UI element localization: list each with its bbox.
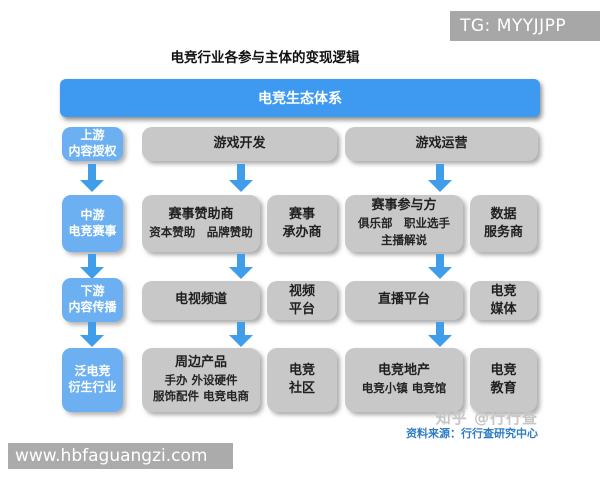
box-esports-community: 电竞 社区 bbox=[267, 348, 337, 412]
box-video-platform: 视频 平台 bbox=[267, 281, 337, 320]
box-title: 直播平台 bbox=[377, 292, 430, 308]
stage-label-line: 内容授权 bbox=[68, 144, 117, 158]
box-subtext: 俱乐部 职业选手 bbox=[358, 216, 450, 231]
zhihu-watermark: 知乎 @行行查 bbox=[435, 409, 538, 427]
box-subtext: 手办 外设硬件 bbox=[164, 372, 238, 387]
ecosystem-banner: 电竞生态体系 bbox=[60, 79, 540, 117]
diagram-title: 电竞行业各参与主体的变现逻辑 bbox=[170, 50, 360, 66]
box-title: 赛事赞助商 bbox=[168, 206, 234, 222]
down-arrow-icon bbox=[80, 254, 104, 279]
down-arrow-icon bbox=[80, 164, 104, 192]
stage-label-line: 衍生行业 bbox=[68, 380, 117, 394]
box-data-service: 数据 服务商 bbox=[470, 195, 537, 252]
box-title: 游戏开发 bbox=[213, 135, 266, 151]
box-title-line: 媒体 bbox=[490, 301, 517, 317]
box-event-participants: 赛事参与方 俱乐部 职业选手 主播解说 bbox=[345, 195, 463, 252]
down-arrow-icon bbox=[229, 254, 253, 279]
box-esports-real-estate: 电竞地产 电竞小镇 电竞馆 bbox=[345, 348, 463, 412]
down-arrow-icon bbox=[80, 322, 104, 347]
box-game-operation: 游戏运营 bbox=[345, 127, 538, 161]
box-title-line: 赛事 bbox=[288, 206, 315, 222]
box-title-line: 教育 bbox=[490, 381, 517, 396]
box-title-line: 电竞 bbox=[490, 283, 517, 299]
stage-box-upstream: 上游 内容授权 bbox=[62, 127, 123, 161]
stage-label-line: 电竞赛事 bbox=[68, 223, 117, 238]
box-title-line: 社区 bbox=[288, 381, 315, 396]
box-title: 游戏运营 bbox=[415, 135, 468, 151]
box-title-line: 电竞 bbox=[490, 363, 517, 379]
down-arrow-icon bbox=[428, 254, 452, 279]
box-peripheral-products: 周边产品 手办 外设硬件 服饰配件 电竞电商 bbox=[142, 348, 260, 412]
box-title-line: 视频 bbox=[288, 283, 315, 299]
box-title-line: 平台 bbox=[288, 301, 315, 317]
telegram-overlay-badge: TG: MYYJJPP bbox=[450, 11, 600, 41]
down-arrow-icon bbox=[229, 322, 253, 347]
box-subtext: 资本赞助 品牌赞助 bbox=[149, 224, 253, 239]
box-title: 赛事参与方 bbox=[371, 198, 437, 214]
stage-box-derivative: 泛电竞 衍生行业 bbox=[62, 348, 123, 412]
box-title-line: 数据 bbox=[490, 206, 517, 222]
box-title: 电视频道 bbox=[174, 292, 227, 308]
stage-label-line: 下游 bbox=[80, 284, 105, 299]
box-subtext: 服饰配件 电竞电商 bbox=[152, 389, 249, 404]
down-arrow-icon bbox=[428, 322, 452, 347]
box-tv-channel: 电视频道 bbox=[142, 281, 260, 320]
box-subtext: 主播解说 bbox=[381, 232, 427, 247]
down-arrow-icon bbox=[229, 164, 253, 192]
stage-label-line: 上游 bbox=[80, 128, 105, 143]
stage-label-line: 内容传播 bbox=[68, 300, 117, 314]
box-event-organizer: 赛事 承办商 bbox=[267, 195, 337, 252]
box-subtext: 电竞小镇 电竞馆 bbox=[361, 381, 447, 396]
box-live-stream-platform: 直播平台 bbox=[345, 281, 463, 320]
stage-label-line: 泛电竞 bbox=[74, 364, 111, 379]
box-title: 周边产品 bbox=[174, 354, 227, 370]
down-arrow-icon bbox=[428, 164, 452, 192]
stage-label-line: 中游 bbox=[80, 207, 105, 222]
stage-box-midstream: 中游 电竞赛事 bbox=[62, 195, 123, 252]
box-game-development: 游戏开发 bbox=[142, 127, 337, 161]
box-event-sponsors: 赛事赞助商 资本赞助 品牌赞助 bbox=[142, 195, 260, 252]
box-title: 电竞地产 bbox=[377, 363, 430, 379]
box-title-line: 电竞 bbox=[288, 363, 315, 379]
box-title-line: 服务商 bbox=[483, 224, 523, 240]
box-title-line: 承办商 bbox=[282, 224, 322, 240]
site-url-overlay: www.hbfaguangzi.com bbox=[8, 443, 233, 469]
box-esports-media: 电竞 媒体 bbox=[470, 281, 537, 320]
stage-box-downstream: 下游 内容传播 bbox=[62, 278, 123, 322]
box-esports-education: 电竞 教育 bbox=[470, 348, 537, 412]
data-source-credit: 资料来源：行行查研究中心 bbox=[406, 427, 538, 440]
